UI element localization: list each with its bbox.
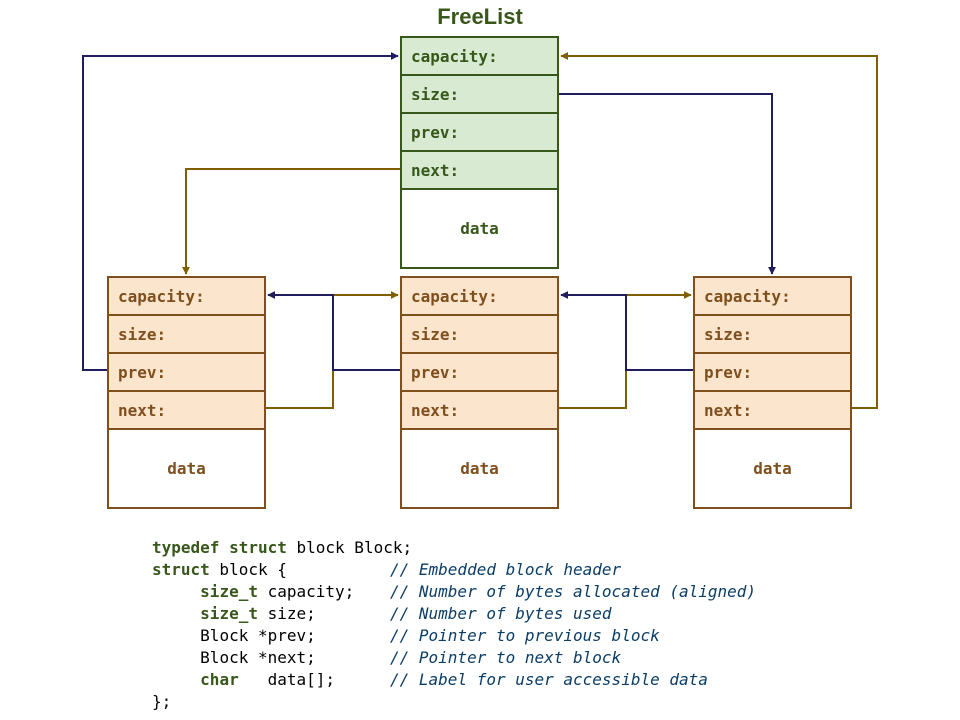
struct-code-listing: typedef struct block Block; struct block… [152,537,756,713]
arrow-right-prev-to-middle [560,291,693,371]
arrow-right-next-to-freelist [560,52,878,409]
arrow-left-prev-to-freelist [82,52,399,371]
node-middle-size-field: size: [402,316,557,354]
code-line-next: Block *next; // Pointer to next block [152,647,621,669]
freelist-capacity-field: capacity: [402,38,557,76]
code-text: block Block; [286,538,413,557]
arrow-freelist-size-to-right [559,93,776,275]
freelist-next-field: next: [402,152,557,190]
node-right-data-area: data [695,430,850,507]
code-comment: // Pointer to previous block [390,626,660,645]
pointer-links [82,52,878,409]
block-node-left: capacity: size: prev: next: data [107,276,266,509]
node-middle-capacity-field: capacity: [402,278,557,316]
node-left-data-area: data [109,430,264,507]
code-line-data: char data[]; // Label for user accessible… [152,669,708,691]
code-comment: // Pointer to next block [390,648,622,667]
node-left-next-field: next: [109,392,264,430]
node-left-size-field: size: [109,316,264,354]
node-left-prev-field: prev: [109,354,264,392]
code-text: block { [209,560,287,579]
code-keyword: typedef [152,538,220,557]
code-text: Block *next; [200,648,316,667]
code-line-close: }; [152,691,412,713]
code-text: size; [257,604,316,623]
node-right-size-field: size: [695,316,850,354]
code-comment: // Number of bytes used [390,604,612,623]
code-comment: // Label for user accessible data [390,670,708,689]
code-keyword: struct [229,538,287,557]
arrow-freelist-next-to-left [182,168,400,275]
node-middle-prev-field: prev: [402,354,557,392]
node-right-prev-field: prev: [695,354,850,392]
code-line-capacity: size_t capacity; // Number of bytes alloc… [152,581,756,603]
block-node-right: capacity: size: prev: next: data [693,276,852,509]
code-keyword: struct [152,560,210,579]
code-line-prev: Block *prev; // Pointer to previous block [152,625,660,647]
node-left-capacity-field: capacity: [109,278,264,316]
node-right-next-field: next: [695,392,850,430]
code-keyword: size_t [200,604,258,623]
freelist-title: FreeList [437,4,523,29]
code-comment: // Number of bytes allocated (aligned) [390,582,757,601]
freelist-size-field: size: [402,76,557,114]
node-middle-next-field: next: [402,392,557,430]
arrow-middle-prev-to-left [267,291,400,371]
node-right-capacity-field: capacity: [695,278,850,316]
code-text: }; [152,692,172,711]
code-text: data[]; [238,670,336,689]
code-text: Block *prev; [200,626,316,645]
code-keyword: size_t [200,582,258,601]
code-line-typedef: typedef struct block Block; [152,537,412,559]
freelist-block: capacity: size: prev: next: data [400,36,559,269]
code-text: capacity; [257,582,355,601]
freelist-data-area: data [402,190,557,267]
block-node-middle: capacity: size: prev: next: data [400,276,559,509]
freelist-prev-field: prev: [402,114,557,152]
code-keyword: char [200,670,239,689]
node-middle-data-area: data [402,430,557,507]
code-line-struct: struct block { // Embedded block header [152,559,621,581]
code-line-size: size_t size; // Number of bytes used [152,603,611,625]
code-comment: // Embedded block header [390,560,622,579]
